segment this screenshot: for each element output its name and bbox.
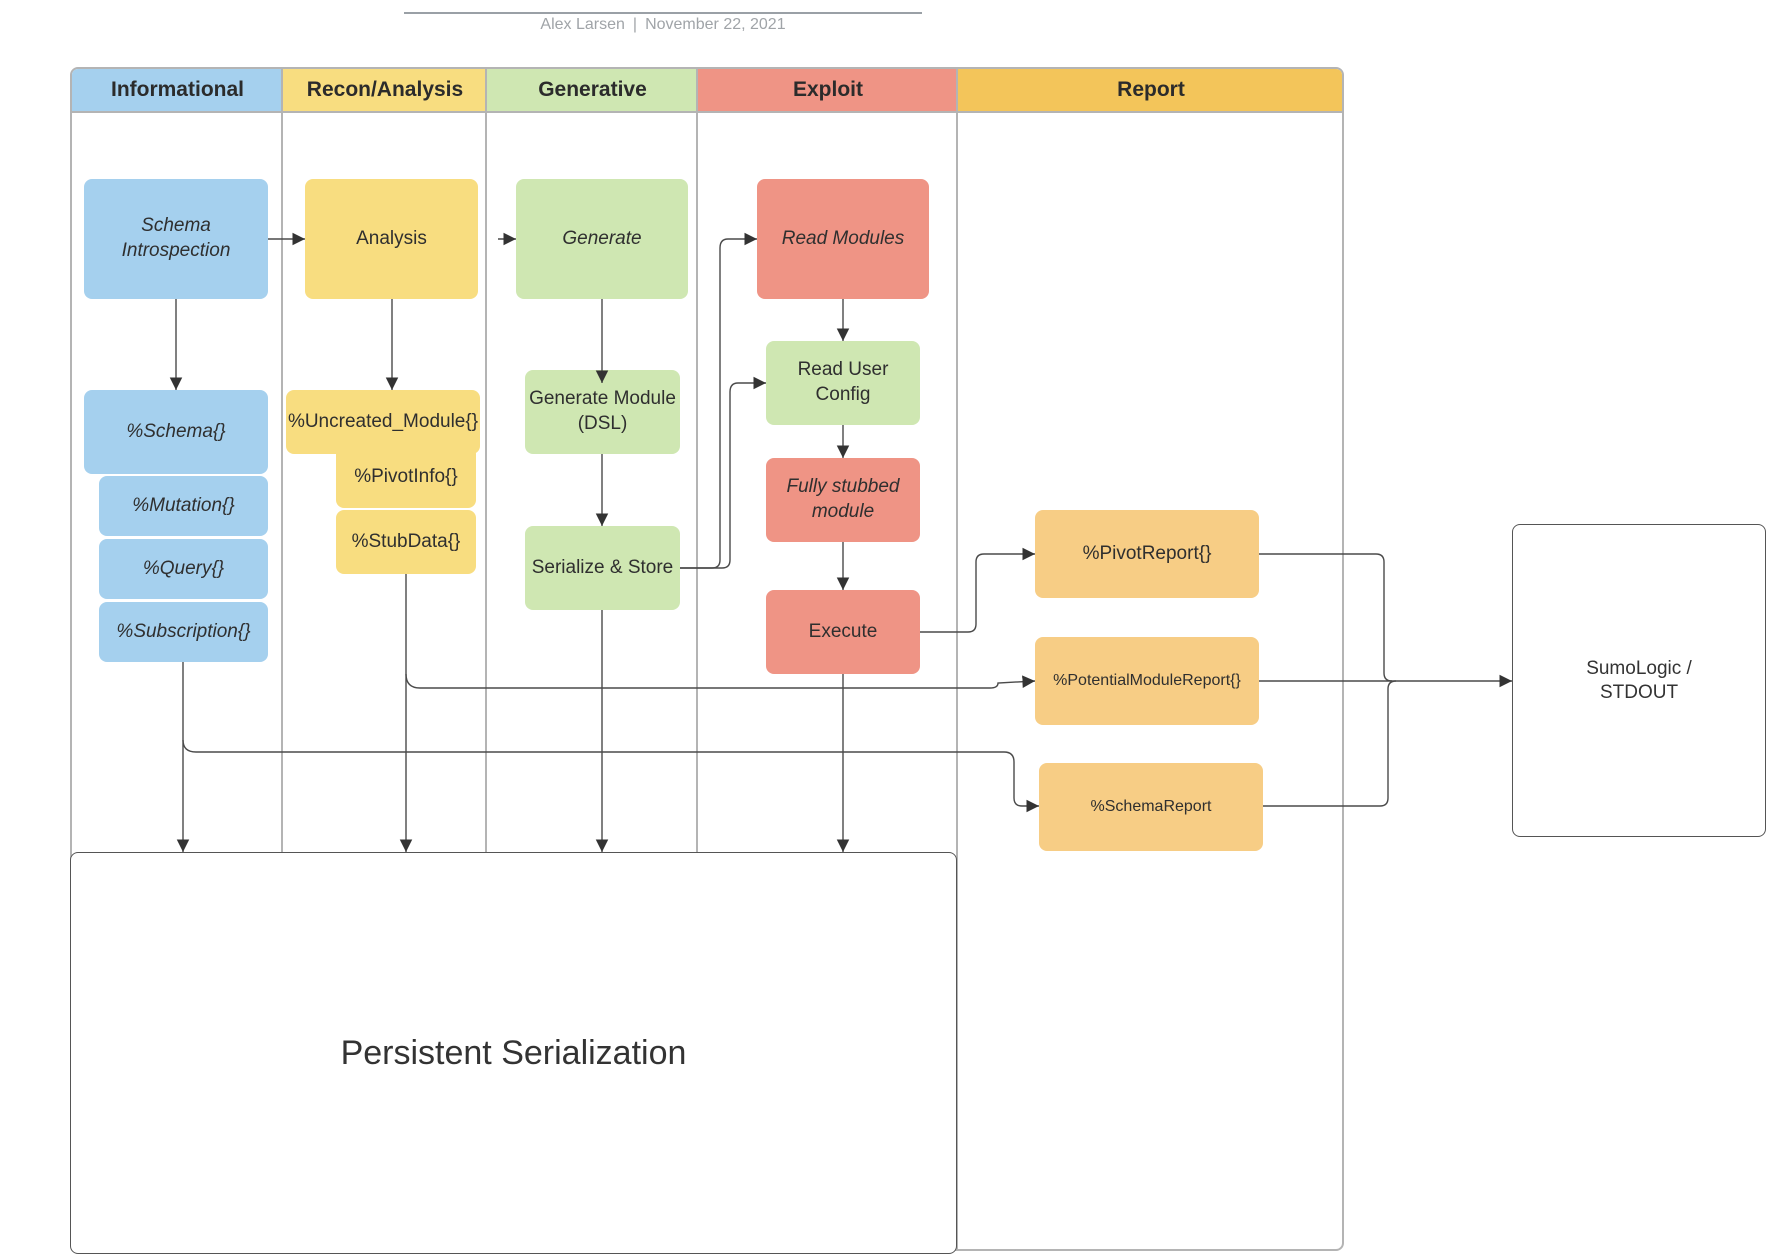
stub-data-node[interactable]: %StubData{} <box>336 510 476 574</box>
persistent-serialization-box[interactable]: Persistent Serialization <box>70 852 957 1254</box>
lane-header-informational: Informational <box>72 69 283 113</box>
sumologic-stdout-label: SumoLogic / STDOUT <box>1586 657 1692 703</box>
lane-header-exploit: Exploit <box>698 69 958 113</box>
schema-node[interactable]: %Schema{} <box>84 390 268 474</box>
lane-divider <box>696 67 698 854</box>
generate-module-node[interactable]: Generate Module (DSL) <box>525 370 680 454</box>
mutation-node[interactable]: %Mutation{} <box>99 476 268 536</box>
author: Alex Larsen <box>540 16 625 33</box>
arrow-stubdata-to-potential-report <box>405 673 1036 689</box>
document-meta: Alex Larsen|November 22, 2021 <box>540 16 786 33</box>
arrow-execute-to-pivot-report <box>920 547 1035 633</box>
execute-node[interactable]: Execute <box>766 590 920 674</box>
swimlane-frame: Informational Recon/Analysis Generative … <box>70 67 1344 1251</box>
potential-module-report-node[interactable]: %PotentialModuleReport{} <box>1035 637 1259 725</box>
read-modules-node[interactable]: Read Modules <box>757 179 929 299</box>
query-node[interactable]: %Query{} <box>99 539 268 599</box>
schema-introspection-node[interactable]: Schema Introspection <box>84 179 268 299</box>
sumologic-stdout-box[interactable]: SumoLogic / STDOUT <box>1512 524 1766 837</box>
lane-divider <box>281 67 283 854</box>
merge-schema-report <box>1263 680 1397 807</box>
analysis-node[interactable]: Analysis <box>305 179 478 299</box>
read-user-config-node[interactable]: Read User Config <box>766 341 920 425</box>
schema-report-node[interactable]: %SchemaReport <box>1039 763 1263 851</box>
arrow-subscription-to-schema-report <box>182 739 1039 813</box>
merge-pivot-report <box>1259 553 1393 682</box>
generate-node[interactable]: Generate <box>516 179 688 299</box>
lane-divider <box>485 67 487 854</box>
pivot-report-node[interactable]: %PivotReport{} <box>1035 510 1259 598</box>
fully-stubbed-module-node[interactable]: Fully stubbed module <box>766 458 920 542</box>
arrow-serialize-to-read-modules <box>680 232 757 569</box>
lane-divider <box>956 67 958 1251</box>
persistent-serialization-label: Persistent Serialization <box>340 1033 687 1072</box>
uncreated-module-node[interactable]: %Uncreated_Module{} <box>286 390 480 454</box>
lane-header-recon-analysis: Recon/Analysis <box>283 69 487 113</box>
arrow-serialize-to-user-config <box>680 376 766 569</box>
subscription-node[interactable]: %Subscription{} <box>99 602 268 662</box>
serialize-store-node[interactable]: Serialize & Store <box>525 526 680 610</box>
title-underline <box>404 0 922 14</box>
pivot-info-node[interactable]: %PivotInfo{} <box>336 446 476 508</box>
date: November 22, 2021 <box>645 16 786 33</box>
lane-header-generative: Generative <box>487 69 698 113</box>
lane-header-report: Report <box>958 69 1342 113</box>
